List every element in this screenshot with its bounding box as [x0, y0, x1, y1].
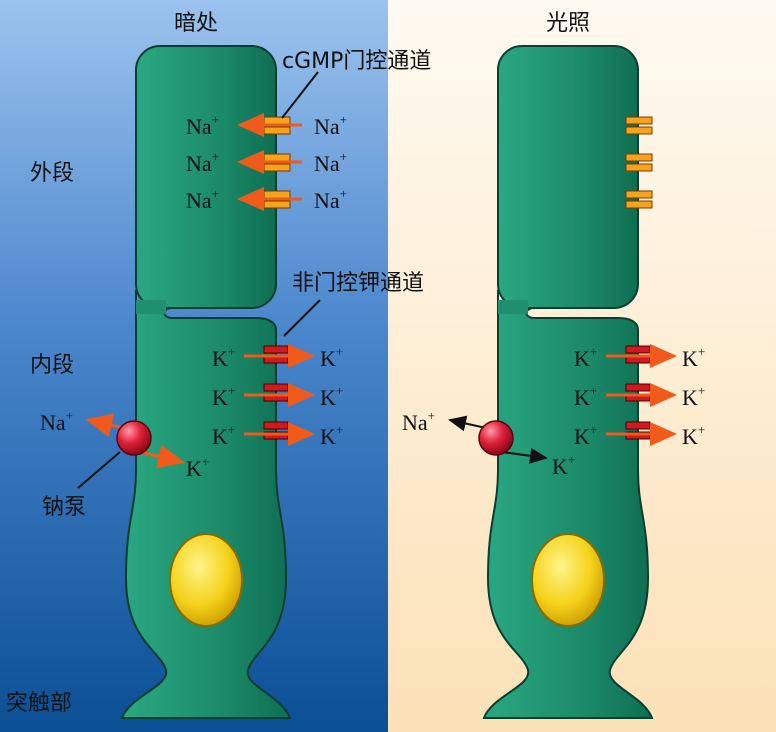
cgmp-callout-line — [281, 71, 319, 119]
light-k-labels: K+ K+ K+ K+ K+ K+ — [574, 344, 705, 449]
light-outer-segment — [497, 45, 639, 309]
light-k-channels — [606, 344, 677, 446]
dark-inner-segment — [120, 290, 292, 719]
na-label: Na+ — [186, 112, 219, 139]
pump-na-out-arrow — [85, 413, 125, 437]
light-nucleus — [531, 533, 605, 627]
na-label: Na+ — [314, 186, 347, 213]
k-label: K+ — [682, 344, 705, 371]
k-label: K+ — [574, 344, 597, 371]
pump-k-in-arrow — [139, 444, 185, 469]
pump-k-in-arrow — [501, 447, 548, 464]
light-inner-segment — [482, 290, 654, 719]
k-label: K+ — [212, 422, 235, 449]
pump-na-out-arrow — [448, 415, 487, 432]
pump-callout-line — [77, 451, 121, 489]
na-label: Na+ — [402, 408, 435, 435]
na-label: Na+ — [314, 149, 347, 176]
dark-nucleus — [169, 533, 243, 627]
cgmp-channel-label: cGMP门控通道 — [282, 49, 431, 74]
light-cell — [482, 45, 654, 719]
dark-outer-segment — [135, 45, 277, 309]
dark-k-labels: K+ K+ K+ K+ K+ K+ — [212, 344, 343, 449]
pump-circle — [478, 420, 514, 456]
k-label: K+ — [574, 422, 597, 449]
dark-panel-title: 暗处 — [174, 11, 218, 36]
na-label: Na+ — [186, 149, 219, 176]
k-channel-label: 非门控钾通道 — [292, 271, 424, 296]
k-label: K+ — [320, 344, 343, 371]
na-label: Na+ — [186, 186, 219, 213]
k-label: K+ — [186, 454, 209, 481]
light-sodium-pump: Na+ K+ — [402, 408, 575, 479]
na-label: Na+ — [40, 408, 73, 435]
pump-label: 钠泵 — [42, 495, 86, 520]
k-channel-callout-line — [283, 299, 321, 337]
light-panel-title: 光照 — [546, 11, 590, 36]
dark-na-inside-labels: Na+ Na+ Na+ — [186, 112, 219, 213]
pump-circle — [116, 420, 152, 456]
synapse-label: 突触部 — [6, 691, 72, 716]
dark-cgmp-channels — [237, 113, 302, 211]
k-label: K+ — [320, 422, 343, 449]
k-label: K+ — [682, 383, 705, 410]
na-label: Na+ — [314, 112, 347, 139]
outer-segment-label: 外段 — [30, 161, 74, 186]
k-label: K+ — [212, 383, 235, 410]
k-label: K+ — [552, 452, 575, 479]
cgmp-channel — [625, 190, 653, 209]
k-label: K+ — [574, 383, 597, 410]
dark-k-channels — [244, 344, 315, 446]
dark-na-outside-labels: Na+ Na+ Na+ — [314, 112, 347, 213]
light-cgmp-channels — [625, 116, 653, 209]
k-label: K+ — [212, 344, 235, 371]
dark-cell — [120, 45, 292, 719]
k-label: K+ — [682, 422, 705, 449]
dark-sodium-pump: Na+ K+ — [40, 408, 209, 481]
inner-segment-label: 内段 — [30, 353, 74, 378]
cgmp-channel — [625, 153, 653, 172]
k-label: K+ — [320, 383, 343, 410]
cgmp-channel — [625, 116, 653, 135]
